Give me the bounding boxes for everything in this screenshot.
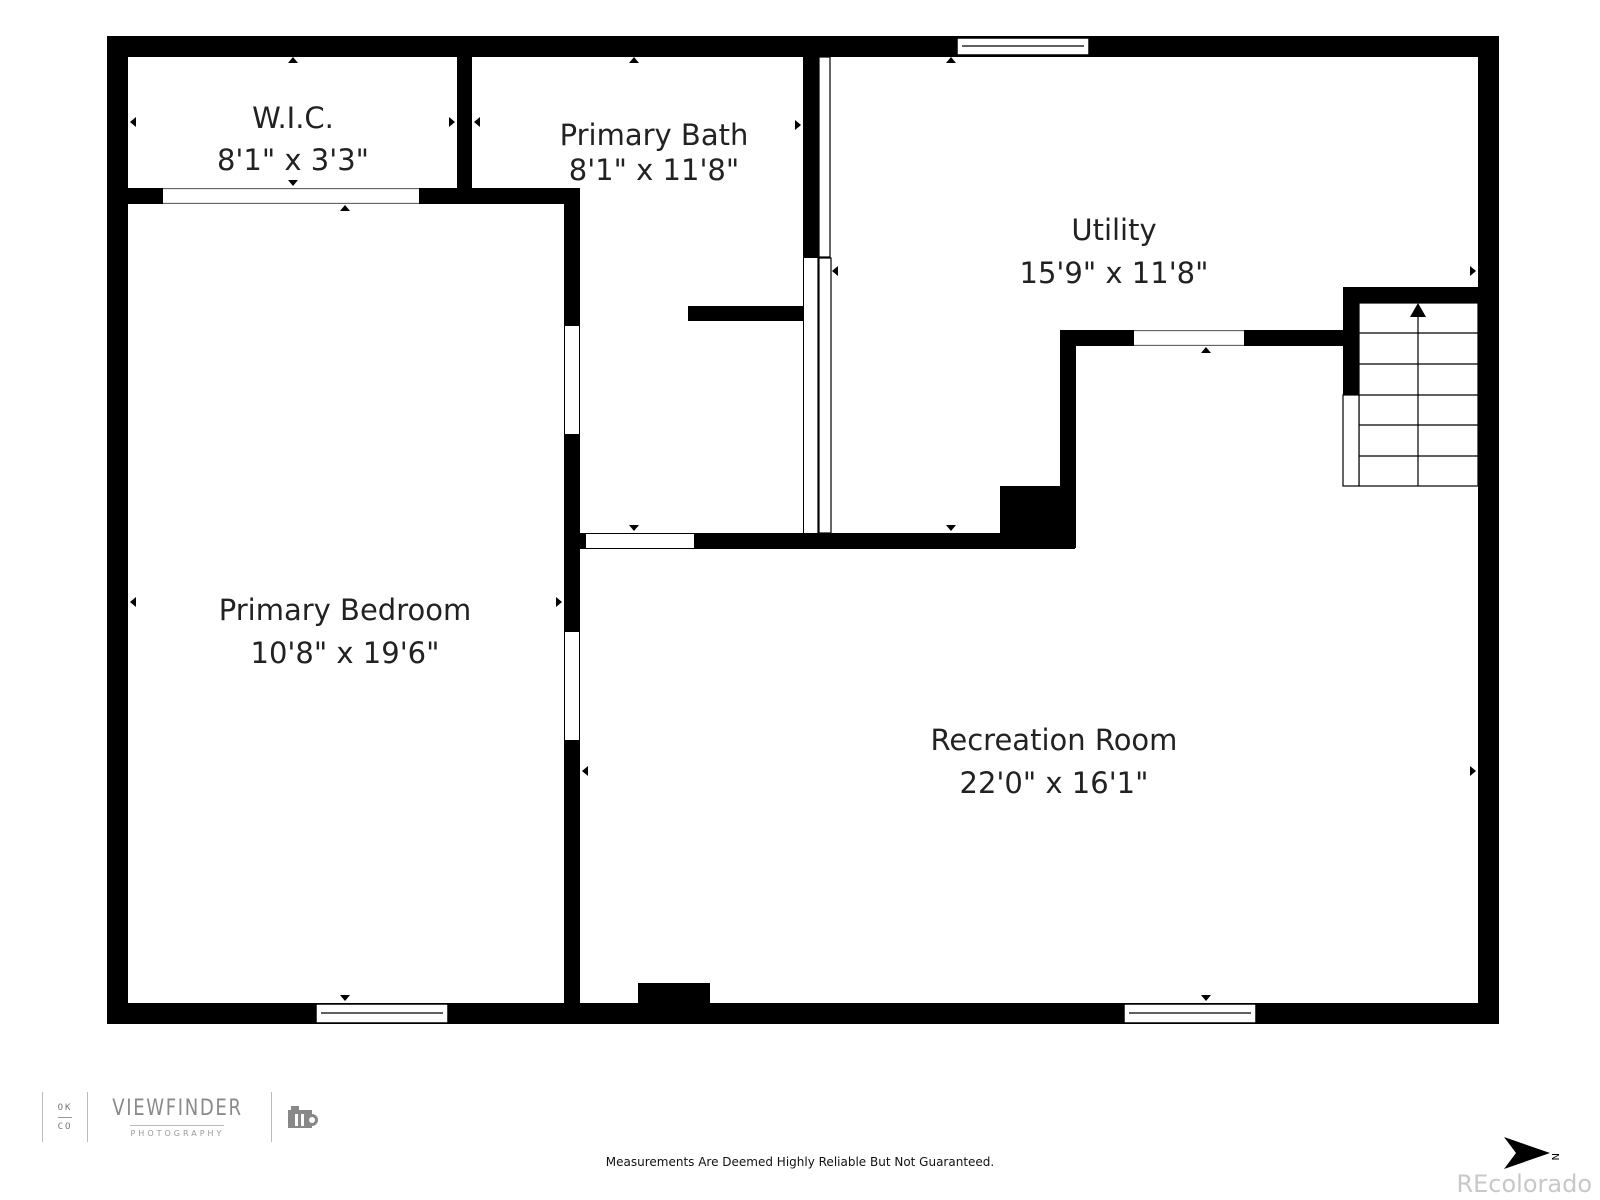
dimension-markers [130,57,1476,1001]
room-utility: Utility 15'9" x 11'8" [1020,213,1209,290]
studio-subtitle: PHOTOGRAPHY [130,1125,225,1138]
room-dimensions: 15'9" x 11'8" [1020,256,1209,290]
room-recreation-room: Recreation Room 22'0" x 16'1" [931,723,1178,800]
room-name: W.I.C. [252,101,334,135]
stairs [1342,302,1479,487]
measurement-disclaimer: Measurements Are Deemed Highly Reliable … [605,1155,995,1169]
okco-bottom: CO [57,1121,73,1132]
compass-label: N [1549,1153,1560,1160]
studio-name: VIEWFINDER [112,1096,243,1121]
photographer-logo: OK CO VIEWFINDER PHOTOGRAPHY [42,1090,320,1144]
room-name: Utility [1071,213,1156,247]
room-dimensions: 8'1" x 11'8" [569,153,739,187]
room-dimensions: 8'1" x 3'3" [217,143,369,177]
recolorado-watermark: REcolorado [1456,1170,1592,1198]
room-wic: W.I.C. 8'1" x 3'3" [217,101,369,177]
room-dimensions: 22'0" x 16'1" [960,766,1149,800]
room-name: Primary Bath [560,118,749,152]
north-arrow-icon: N [1504,1137,1560,1169]
room-name: Primary Bedroom [219,593,471,627]
room-name: Recreation Room [931,723,1178,757]
door-openings [163,56,1244,740]
room-primary-bedroom: Primary Bedroom 10'8" x 19'6" [219,593,471,670]
okco-top: OK [57,1102,73,1113]
okco-mark: OK CO [42,1092,88,1142]
floor-plan: W.I.C. 8'1" x 3'3" Primary Bath 8'1" x 1… [107,36,1499,1024]
interior-walls [107,36,1499,1024]
viewfinder-wordmark: VIEWFINDER PHOTOGRAPHY [98,1092,272,1142]
room-primary-bath: Primary Bath 8'1" x 11'8" [560,118,749,187]
room-dimensions: 10'8" x 19'6" [251,636,440,670]
windows [315,37,1257,1024]
camera-icon [287,1106,318,1128]
stair-up-arrow-icon [1410,303,1426,317]
